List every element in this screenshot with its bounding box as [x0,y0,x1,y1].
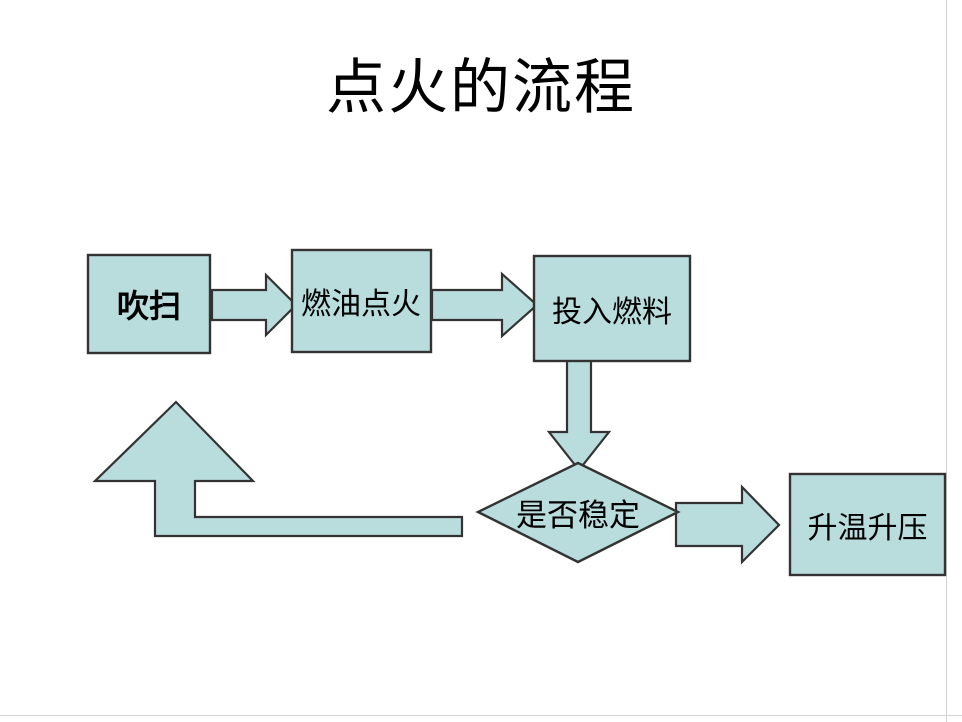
arrow-diamond-box4 [674,484,781,565]
page-title: 点火的流程 [326,53,636,123]
node-box2-ranyoudianhuo[interactable] [290,248,433,354]
node-box3-toururanliao[interactable] [532,254,692,363]
arrow-feedback-loop [92,400,464,538]
arrow-box1-box2 [210,272,298,338]
page-edge-bottom-line [0,715,962,716]
arrow-box3-diamond [546,354,612,472]
node-box1-chuisao[interactable] [86,253,212,355]
arrow-box2-box3 [430,271,539,339]
page-edge-right-line [946,0,947,722]
node-decision-shifouwending[interactable] [475,461,681,564]
node-box4-shengwenshengya[interactable] [788,472,947,577]
